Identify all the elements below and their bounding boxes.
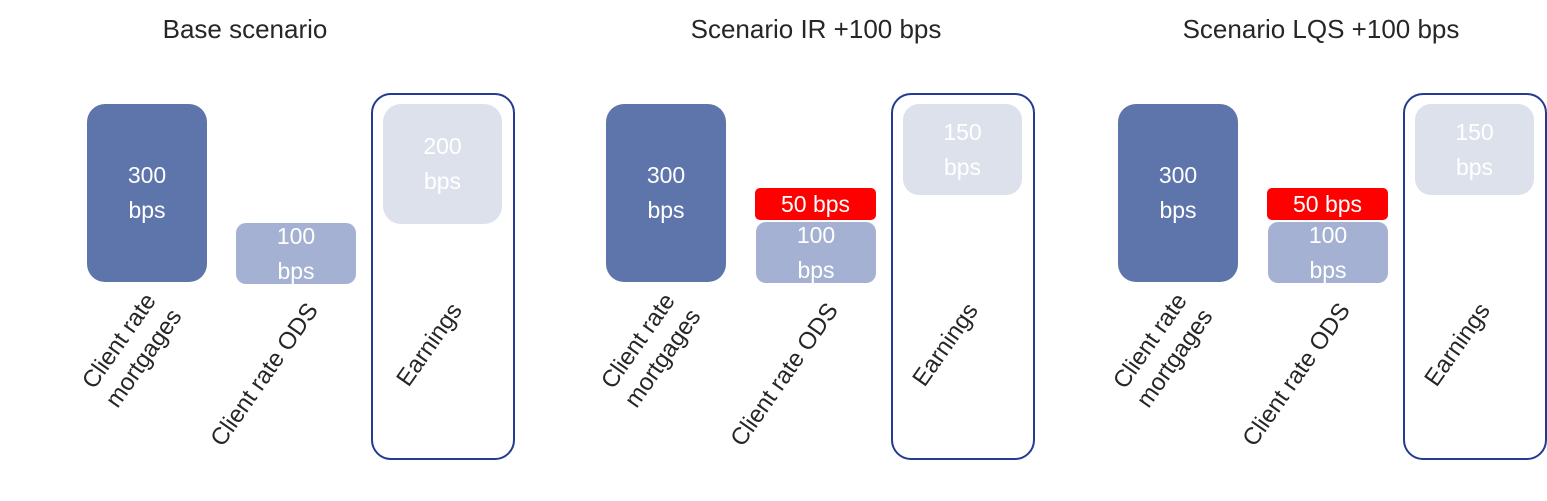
mortgages-value: 300 <box>127 162 167 188</box>
label-ods: Client rate ODS <box>721 293 849 458</box>
mortgages-unit: bps <box>647 197 685 223</box>
increase-badge: 50 bps <box>1267 188 1388 220</box>
earnings-frame <box>371 93 515 460</box>
earnings-box: 150 bps <box>1415 104 1534 195</box>
mortgages-box: 300 bps <box>1118 104 1238 282</box>
earnings-value: 150 <box>943 118 982 145</box>
earnings-unit: bps <box>423 168 462 194</box>
ods-unit: bps <box>277 257 315 284</box>
earnings-unit: bps <box>1455 153 1494 180</box>
ods-box: 100 bps <box>756 222 876 283</box>
label-ods-text: Client rate ODS <box>725 298 844 452</box>
increase-badge: 50 bps <box>755 188 876 220</box>
mortgages-unit: bps <box>1159 197 1197 223</box>
earnings-box: 150 bps <box>903 104 1022 195</box>
earnings-box: 200 bps <box>383 104 502 224</box>
ods-unit: bps <box>797 256 835 283</box>
earnings-unit: bps <box>943 153 982 180</box>
panel-title: Base scenario <box>162 14 328 44</box>
ods-box: 100 bps <box>1268 222 1388 283</box>
ods-box: 100 bps <box>236 223 356 284</box>
earnings-value: 200 <box>423 133 462 159</box>
panel-base-scenario: Base scenario <box>0 0 520 501</box>
label-mortgages: Client rate mortgages <box>1098 275 1227 424</box>
ods-value: 100 <box>796 221 836 248</box>
panel-title: Scenario IR +100 bps <box>690 14 942 44</box>
ods-value: 100 <box>1308 221 1348 248</box>
earnings-value: 150 <box>1455 118 1494 145</box>
earnings-frame <box>891 93 1035 460</box>
mortgages-unit: bps <box>128 197 166 223</box>
mortgages-box: 300 bps <box>606 104 726 282</box>
label-ods-text: Client rate ODS <box>1237 298 1356 452</box>
mortgages-box: 300 bps <box>87 104 207 282</box>
earnings-frame <box>1403 93 1547 460</box>
label-ods: Client rate ODS <box>1233 293 1361 458</box>
label-mortgages: Client rate mortgages <box>586 275 715 424</box>
panel-title: Scenario LQS +100 bps <box>1182 14 1460 44</box>
ods-unit: bps <box>1309 256 1347 283</box>
ods-value: 100 <box>276 222 316 249</box>
mortgages-value: 300 <box>1158 162 1198 188</box>
mortgages-value: 300 <box>646 162 686 188</box>
